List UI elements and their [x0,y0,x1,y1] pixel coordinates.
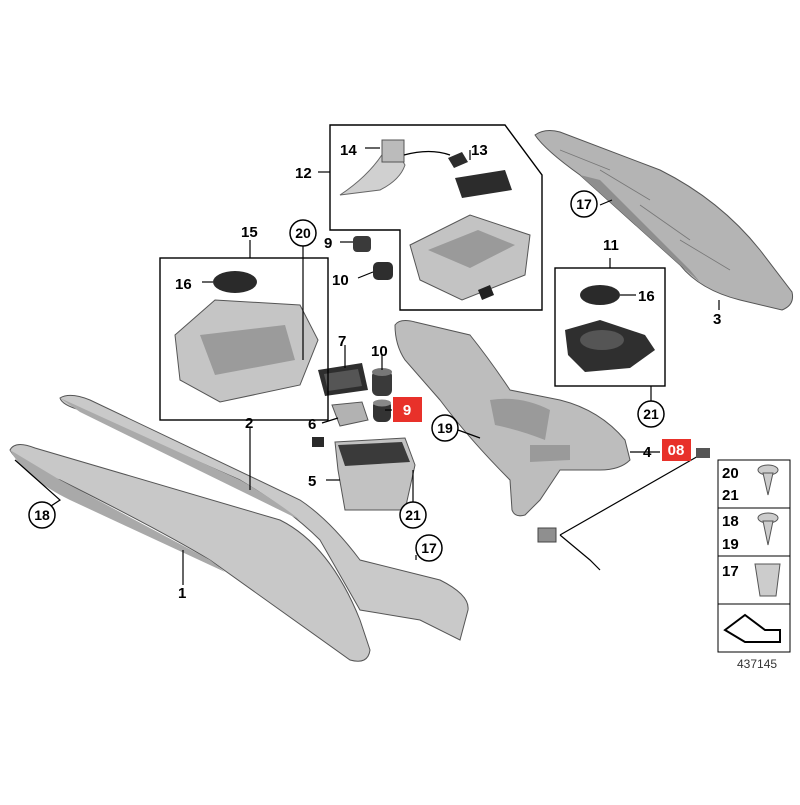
svg-text:17: 17 [421,540,437,556]
part-1-trim-panel [9,444,371,662]
label-part-10-center: 10 [371,343,388,360]
label-part-2: 2 [245,415,253,432]
label-part-4: 4 [643,444,652,461]
highlight-label-9: 9 [393,397,422,422]
part-2-trim-panel [59,394,469,641]
legend-label-19: 19 [722,536,739,553]
svg-text:08: 08 [668,442,685,459]
callout-17-top: 17 [570,190,598,218]
legend-label-17: 17 [722,563,739,580]
part-5-storage-box [312,437,416,511]
label-part-16-right: 16 [638,288,655,305]
svg-text:9: 9 [403,402,411,419]
part-16-cover-left [213,271,257,293]
label-part-15: 15 [241,224,258,241]
part-6-cover [331,401,369,427]
part-4-center-console [394,320,631,517]
hardware-legend [717,459,791,653]
label-part-12: 12 [295,165,312,182]
label-part-11: 11 [603,237,619,254]
part-10-socket-center [372,368,392,396]
group-box-15 [159,257,329,421]
label-part-10-top: 10 [332,272,349,289]
callout-19: 19 [431,414,459,442]
svg-text:21: 21 [643,406,659,422]
callout-17-bottom: 17 [415,534,443,562]
part-3-top-panel [534,130,793,311]
part-7-tray [318,363,368,396]
part-11-cup-holder [565,320,655,372]
label-part-16-left: 16 [175,276,192,293]
callout-21-right: 21 [637,400,665,428]
part-9-socket-top [353,236,371,252]
svg-text:21: 21 [405,507,421,523]
label-part-1: 1 [178,585,186,602]
part-16-cover-right [580,285,620,305]
label-part-9-top: 9 [324,235,332,252]
label-part-7: 7 [338,333,346,350]
diagram-reference-number: 437145 [737,657,777,671]
part-13-insert [448,152,512,198]
part-10-socket-top [373,262,393,280]
part-9-socket-center [373,399,391,422]
svg-text:20: 20 [295,225,311,241]
screw-icon-20-21 [757,464,779,496]
screw-icon-18-19 [757,512,779,546]
svg-text:18: 18 [34,507,50,523]
group-box-12 [329,124,543,311]
part-8-cable [537,448,710,571]
label-part-13: 13 [471,142,488,159]
label-part-5: 5 [308,473,316,490]
svg-text:17: 17 [576,196,592,212]
legend-label-18: 18 [722,513,739,530]
svg-text:19: 19 [437,420,453,436]
callout-20: 20 [289,219,317,247]
label-part-14: 14 [340,142,357,159]
part-15-storage-tray [174,299,319,403]
label-part-3: 3 [713,311,721,328]
part-14-cable-harness [339,139,451,196]
legend-label-21: 21 [722,487,739,504]
part-12-storage-tray [409,214,531,301]
legend-label-20: 20 [722,465,739,482]
wedge-icon [723,613,781,643]
highlight-label-08: 08 [662,439,691,461]
clip-icon-17 [754,563,781,597]
label-part-6: 6 [308,416,316,433]
callout-21-center: 21 [399,501,427,529]
callout-18: 18 [28,501,56,529]
